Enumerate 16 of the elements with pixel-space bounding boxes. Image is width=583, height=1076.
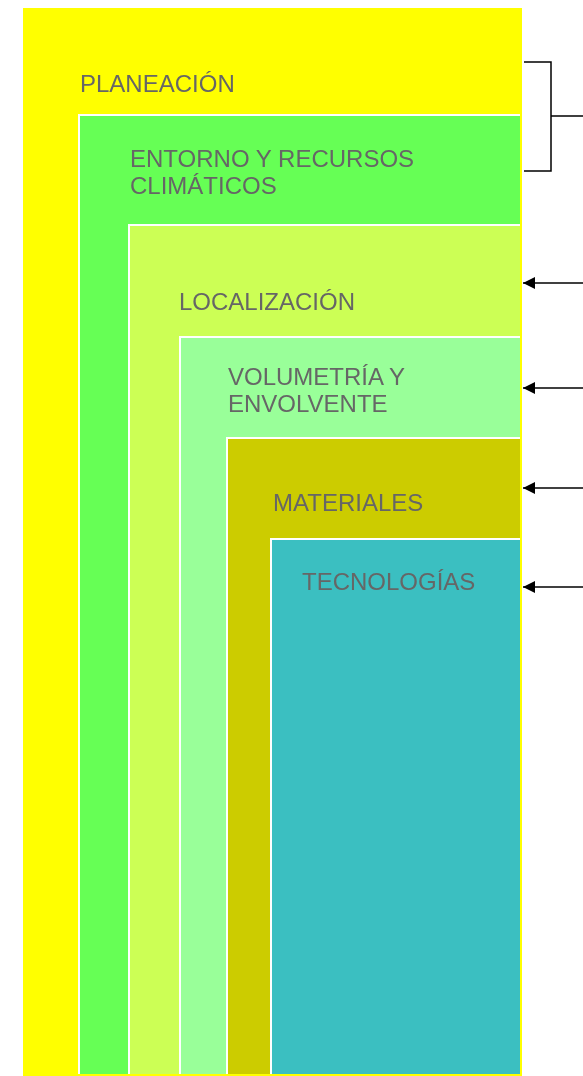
arrow bbox=[522, 482, 583, 494]
nested-block bbox=[179, 336, 520, 1074]
arrow bbox=[522, 277, 583, 289]
section-title: PLANEACIÓN bbox=[80, 70, 236, 97]
nested-block bbox=[270, 538, 520, 1074]
nested-block bbox=[128, 224, 520, 1074]
nested-block bbox=[78, 114, 520, 1074]
nested-block bbox=[226, 437, 520, 1074]
section-title: TECNOLOGÍAS bbox=[302, 568, 477, 595]
section-title: VOLUMETRÍA Y ENVOLVENTE bbox=[228, 363, 406, 417]
section-title: LOCALIZACIÓN bbox=[179, 288, 357, 315]
arrow bbox=[522, 382, 583, 394]
section-title: ENTORNO Y RECURSOS CLIMÁTICOS bbox=[130, 145, 416, 199]
section-title: MATERIALES bbox=[273, 489, 425, 516]
nested-block bbox=[23, 8, 522, 1076]
arrow bbox=[522, 581, 583, 593]
